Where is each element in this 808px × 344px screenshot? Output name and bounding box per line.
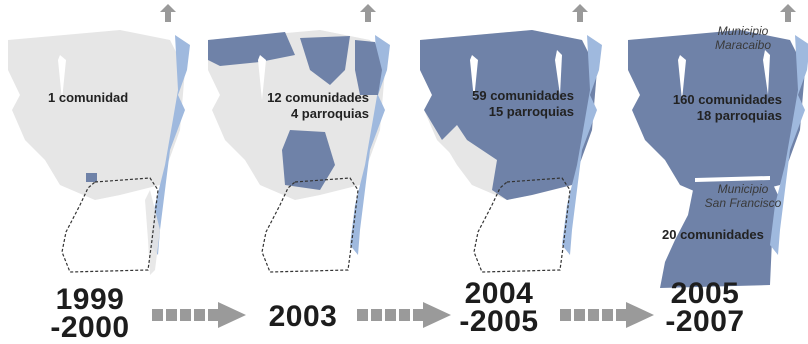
label-line: 1 comunidad — [48, 90, 129, 105]
north-arrow-icon — [160, 4, 176, 22]
label-line: 160 comunidades — [672, 92, 782, 107]
year-line: 2004 — [464, 277, 534, 310]
coast-strip — [350, 35, 390, 255]
panel-3-label: 59 comunidades 15 parroquias — [450, 88, 574, 120]
progression-arrow-icon — [152, 302, 246, 328]
north-arrow-icon — [780, 4, 796, 22]
year-label-1: 1999 -2000 — [35, 283, 145, 344]
panel-1-label: 1 comunidad — [48, 90, 128, 106]
municipal-divider — [695, 176, 770, 182]
year-label-3: 2004 -2005 — [444, 277, 554, 338]
covered-area — [86, 173, 97, 182]
municipio-line: Municipio — [717, 182, 769, 196]
covered-area — [355, 40, 382, 95]
inlet-gap — [678, 55, 686, 100]
land-shape — [8, 30, 185, 200]
municipio-line: Municipio — [717, 24, 769, 38]
progression-arrow-icon — [357, 302, 451, 328]
inlet-gap — [258, 55, 266, 100]
north-arrow-icon — [360, 4, 376, 22]
coast-strip — [150, 35, 190, 255]
panel-4-label: 160 comunidades 18 parroquias — [648, 92, 782, 124]
land-shape — [442, 130, 472, 185]
year-line: -2005 — [459, 305, 539, 338]
covered-area — [420, 30, 597, 200]
inlet-gap — [58, 55, 66, 100]
covered-area — [660, 178, 778, 288]
san-francisco-boundary — [261, 177, 359, 273]
inlet-gap — [555, 50, 562, 95]
inlet-gap — [763, 50, 770, 95]
covered-area — [208, 32, 295, 66]
san-francisco-boundary — [61, 177, 159, 273]
progression-arrow-icon — [560, 302, 654, 328]
year-label-4: 2005 -2007 — [650, 277, 760, 338]
year-line: 2005 — [670, 277, 740, 310]
coast-strip — [562, 35, 602, 255]
label-line: 15 parroquias — [488, 104, 574, 119]
year-label-2: 2003 — [248, 300, 358, 333]
panel-2-label: 12 comunidades 4 parroquias — [243, 90, 369, 122]
label-line: 59 comunidades — [472, 88, 574, 103]
municipio-maracaibo-label: Municipio Maracaibo — [698, 24, 788, 52]
panel-4-south-label: 20 comunidades — [662, 227, 764, 242]
coast-strip — [770, 35, 808, 255]
label-line: 4 parroquias — [290, 106, 369, 121]
inlet-gap — [470, 55, 478, 100]
year-line: 1999 — [55, 283, 125, 316]
label-line: 18 parroquias — [696, 108, 782, 123]
year-line: -2007 — [665, 305, 745, 338]
municipio-line: Maracaibo — [714, 38, 772, 52]
covered-area — [628, 30, 805, 200]
covered-area — [282, 130, 335, 190]
label-line: 12 comunidades — [267, 90, 369, 105]
year-line: 2003 — [268, 300, 338, 333]
covered-area — [300, 36, 350, 85]
san-francisco-boundary — [473, 177, 571, 273]
year-line: -2000 — [50, 311, 130, 344]
north-arrow-icon — [572, 4, 588, 22]
municipio-line: San Francisco — [704, 196, 782, 210]
municipio-san-francisco-label: Municipio San Francisco — [688, 182, 798, 210]
